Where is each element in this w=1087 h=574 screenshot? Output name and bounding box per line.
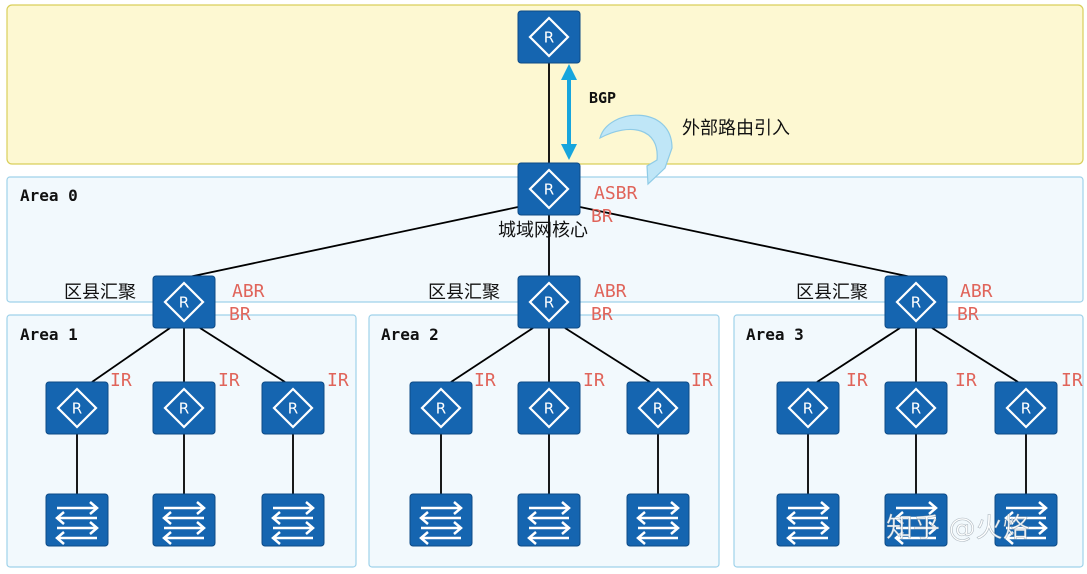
router-icon [625,380,691,436]
county-agg-label-1: 区县汇聚 [64,282,136,303]
abr-label-2: ABR [594,281,627,302]
link-abr3-ir3 [931,327,1019,383]
link-abr3-ir1 [816,327,901,383]
ir-router-2-3 [625,380,691,436]
router-icon [260,380,326,436]
ir-router-3-1 [775,380,841,436]
watermark: 知乎 @火烙 [886,513,1030,544]
router-icon [151,274,217,330]
switch-icon [625,492,691,548]
switch-2-3 [625,492,691,548]
county-agg-label-3: 区县汇聚 [796,282,868,303]
switch-1-3 [260,492,326,548]
ir-router-1-1 [44,380,110,436]
router-icon [408,380,474,436]
link-abr2-ir3 [564,327,651,383]
bgp-peer-router [516,9,582,65]
core-router [516,161,582,217]
br-label-3: BR [957,304,979,325]
switch-1-2 [151,492,217,548]
core-name-label: 城域网核心 [498,220,588,241]
ir-router-1-3 [260,380,326,436]
router-icon [775,380,841,436]
ir-router-1-2 [151,380,217,436]
br-label-1: BR [229,304,251,325]
link-core-abr1 [183,206,519,279]
abr-router-area2 [516,274,582,330]
ir-label-2-1: IR [474,370,496,391]
ir-router-2-2 [516,380,582,436]
ir-router-2-1 [408,380,474,436]
abr-label-3: ABR [960,281,993,302]
switch-icon [260,492,326,548]
area1-label: Area 1 [20,325,78,344]
bgp-label: BGP [589,89,616,107]
core-br-label: BR [591,206,613,227]
curved-arrow-icon [599,114,673,186]
ir-router-3-3 [993,380,1059,436]
router-icon [883,380,949,436]
router-icon [44,380,110,436]
ir-label-3-1: IR [846,370,868,391]
router-icon [516,380,582,436]
ir-label-1-3: IR [327,370,349,391]
switch-2-1 [408,492,474,548]
switch-icon [408,492,474,548]
core-asbr-label: ASBR [594,183,638,204]
switch-icon [775,492,841,548]
abr-router-area3 [883,274,949,330]
county-agg-label-2: 区县汇聚 [428,282,500,303]
links [76,62,1027,494]
ir-label-3-3: IR [1061,370,1083,391]
switch-icon [151,492,217,548]
area2-label: Area 2 [381,325,439,344]
ir-router-3-2 [883,380,949,436]
link-core-abr3 [579,206,917,279]
ir-label-2-3: IR [691,370,713,391]
link-abr2-ir1 [450,327,534,383]
router-icon [993,380,1059,436]
external-import-label: 外部路由引入 [682,118,790,139]
link-abr1-ir1 [91,327,171,383]
ir-label-1-1: IR [110,370,132,391]
area3-label: Area 3 [746,325,804,344]
ir-label-3-2: IR [955,370,977,391]
router-icon [516,9,582,65]
router-icon [516,274,582,330]
switch-icon [44,492,110,548]
switch-1-1 [44,492,110,548]
switch-icon [516,492,582,548]
ir-label-1-2: IR [218,370,240,391]
link-abr1-ir3 [199,327,286,383]
router-icon [516,161,582,217]
switch-3-1 [775,492,841,548]
router-icon [883,274,949,330]
switch-2-2 [516,492,582,548]
double-arrow-icon [561,64,577,160]
abr-label-1: ABR [232,281,265,302]
ir-label-2-2: IR [583,370,605,391]
router-icon [151,380,217,436]
br-label-2: BR [591,304,613,325]
abr-router-area1 [151,274,217,330]
area0-label: Area 0 [20,186,78,205]
